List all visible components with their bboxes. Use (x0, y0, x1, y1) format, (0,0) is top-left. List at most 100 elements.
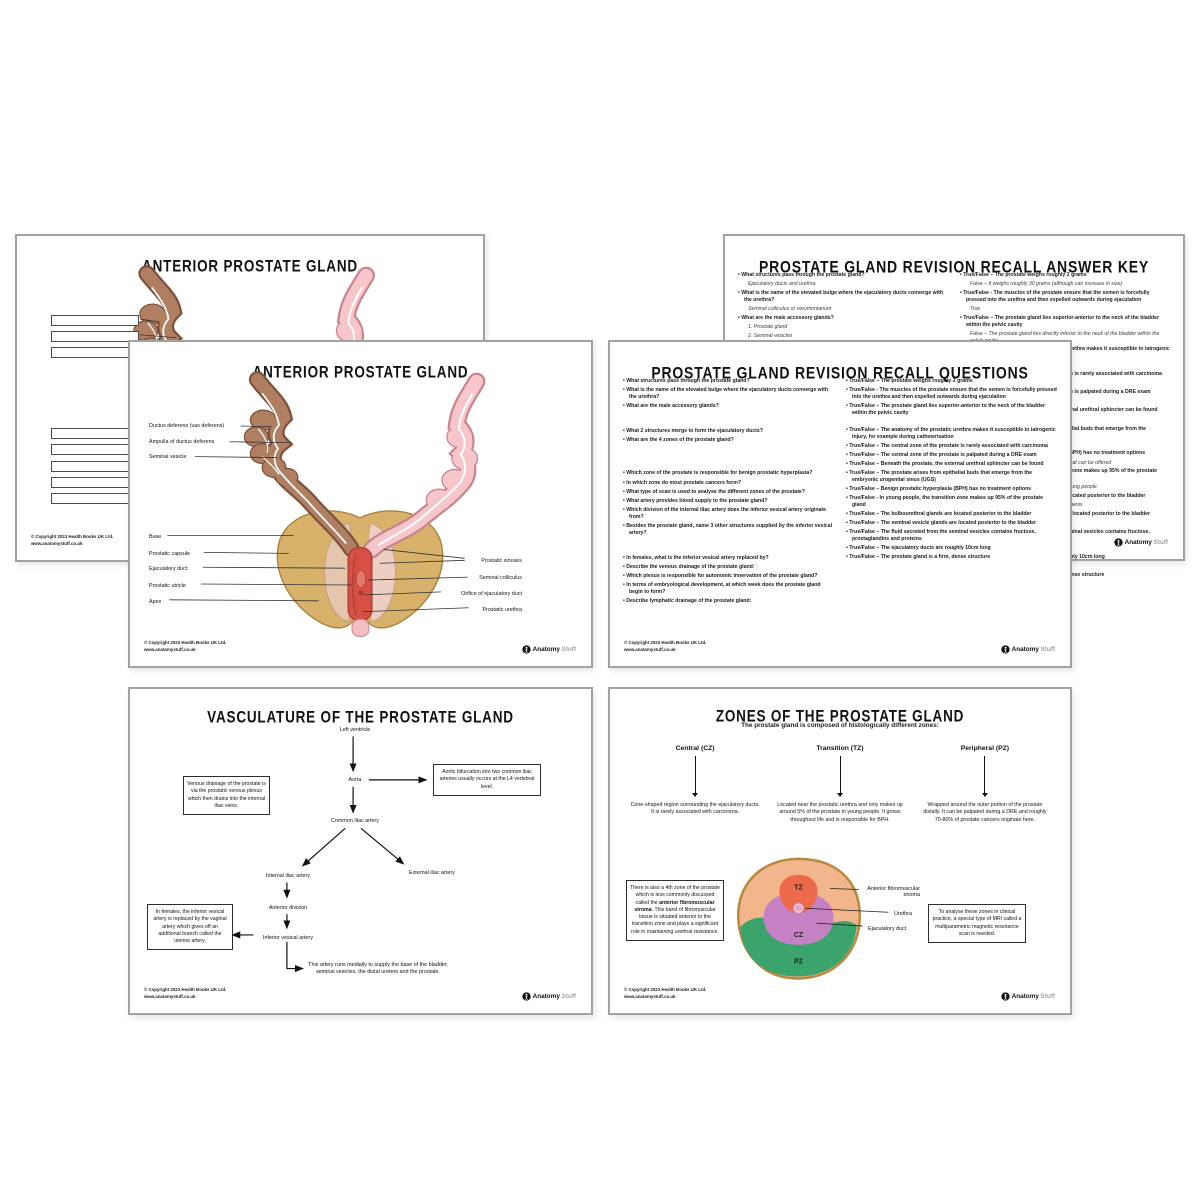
venous-drainage-note: Venous drainage of the prostate is via t… (183, 776, 270, 816)
blank-label-box (51, 347, 139, 358)
list-item: True/False – The ejaculatory ducts are r… (846, 545, 1057, 552)
page-zones: ZONES OF THE PROSTATE GLAND The prostate… (608, 687, 1072, 1015)
list-item: What structures pass through the prostat… (623, 378, 834, 385)
list-item: What are the male accessory glands? (623, 403, 834, 410)
diagram-label: Prostatic sinuses (481, 558, 522, 564)
flow-node-left-ventricle: Left ventricle (339, 727, 371, 733)
zones-columns: Central (CZ) Cone-shaped region surround… (630, 745, 1050, 824)
list-item: True/False – The fluid secreted from the… (846, 529, 1057, 543)
diagram-label: Ductus deferens (vas deferens) (149, 423, 225, 429)
list-item: 1. Prostate gland (748, 324, 788, 331)
page-title: ANTERIOR PROSTATE GLAND (142, 257, 358, 276)
copyright-note: © Copyright 2023 Health Books UK Ltd. ww… (144, 987, 227, 1000)
down-arrow-icon (836, 756, 843, 797)
list-item: Which zone of the prostate is responsibl… (623, 470, 834, 477)
list-item: Besides the prostate gland, name 3 other… (623, 523, 834, 537)
list-item (623, 539, 834, 547)
zone-label-cz: CZ (794, 932, 804, 939)
list-item: True (970, 305, 981, 312)
blank-label-box (51, 331, 139, 342)
zone-column: Central (CZ) Cone-shaped region surround… (630, 745, 760, 824)
list-item: 2. Seminal vesicles (748, 332, 793, 339)
list-item (623, 454, 834, 462)
blank-label-box (51, 477, 139, 488)
diagram-label: Base (149, 534, 162, 540)
list-item: What are the 4 zones of the prostate gla… (623, 437, 834, 444)
flowchart-arrows (231, 736, 428, 973)
anatomystuff-logo-icon (1001, 645, 1010, 654)
page-labeled-diagram: ANTERIOR PROSTATE GLAND Ductus deferens … (128, 340, 593, 668)
anatomystuff-logo-icon (1001, 992, 1010, 1001)
list-item: Which plexus is responsible for autonomi… (623, 573, 834, 580)
zone-description: Cone-shaped region surrounding the ejacu… (630, 802, 760, 816)
list-item: True/False – The prostate gland lies sup… (960, 315, 1170, 329)
aortic-bifurcation-note: Aortic bifurcation into two common iliac… (433, 764, 541, 796)
diagram-label: Prostatic utricle (149, 583, 186, 589)
anterior-prostate-diagram (17, 236, 483, 560)
list-item: True/False – The prostate weighs roughly… (846, 378, 1057, 385)
diagram-label: Ampulla of ductus deferens (149, 439, 215, 445)
list-item (623, 462, 834, 470)
zones-subtitle: The prostate gland is composed of histol… (741, 722, 939, 729)
copyright-note: © Copyright 2023 Health Books UK Ltd. ww… (624, 640, 707, 653)
anatomystuff-logo-icon (522, 645, 531, 654)
questions-right-column: True/False – The prostate weighs roughly… (846, 378, 1057, 607)
flow-node-internal-iliac: Internal iliac artery (265, 873, 311, 879)
copyright-note: © Copyright 2023 Health Books UK Ltd. ww… (31, 534, 114, 547)
list-item: In terms of embryological development, a… (623, 582, 834, 596)
list-item: True/False - The muscles of the prostate… (846, 387, 1057, 401)
supply-note: This artery runs medially to supply the … (308, 962, 448, 975)
diagram-label: Seminal colliculus (479, 575, 522, 581)
blank-label-box (51, 493, 139, 504)
prostate-zones-diagram: TZ CZ PZ (736, 857, 889, 980)
list-item: True/False – The prostate gland is a fir… (846, 554, 1057, 561)
down-arrow-icon (981, 756, 988, 797)
list-item: True/False – The anatomy of the prostati… (846, 427, 1057, 441)
page-title: ZONES OF THE PROSTATE GLAND (715, 707, 965, 726)
list-item (623, 412, 834, 420)
list-item: True/False – The prostate gland lies sup… (846, 403, 1057, 417)
list-item: True/False – The central zone of the pro… (846, 452, 1057, 459)
list-item: True/False – The central zone of the pro… (846, 443, 1057, 450)
page-title: VASCULATURE OF THE PROSTATE GLAND (207, 708, 514, 727)
diagram-label: Seminal vesicle (149, 454, 187, 460)
list-item: True/False - The muscles of the prostate… (960, 290, 1170, 304)
list-item: What is the name of the elevated bulge w… (623, 387, 834, 401)
questions-left-column: What structures pass through the prostat… (623, 378, 834, 607)
zone-description: Located near the prostatic urethra and o… (777, 802, 903, 823)
flow-node-aorta: Aorta (348, 777, 362, 783)
anterior-prostate-diagram (167, 342, 591, 666)
list-item: Describe the venous drainage of the pros… (623, 564, 834, 571)
list-item: What are the male accessory glands? (738, 315, 948, 322)
zone-name: Peripheral (PZ) (960, 745, 1010, 752)
list-item: False – It weighs roughly 30 grams (alth… (970, 281, 1123, 288)
zone-description: Wrapped around the outer portion of the … (923, 802, 1047, 823)
list-item: True/False – Benign prostatic hyperplasi… (846, 486, 1057, 493)
flow-node-common-iliac: Common iliac artery (331, 818, 379, 824)
annotation-ejaculatory-duct: Ejaculatory duct (868, 926, 907, 932)
annotation-stroma: Anterior fibromuscular stroma (867, 886, 920, 898)
page-vasculature: VASCULATURE OF THE PROSTATE GLAND Left v… (128, 687, 593, 1015)
list-item: True/False – The bulbourethral glands ar… (846, 511, 1057, 518)
zone-column: Peripheral (PZ) Wrapped around the outer… (920, 745, 1050, 824)
annotation-urethra: Urethra (894, 911, 912, 917)
list-item: What type of scan is used to analyse the… (623, 489, 834, 496)
flow-node-inferior-vesical: Inferior vesical artery (262, 935, 314, 941)
zone-name: Central (CZ) (675, 745, 715, 752)
blank-label-box (51, 444, 139, 455)
list-item: Ejaculatory ducts and urethra (748, 281, 816, 288)
list-item (623, 420, 834, 428)
list-item (846, 419, 1057, 427)
flow-node-anterior-division: Anterior division (268, 905, 308, 911)
list-item (623, 446, 834, 454)
list-item: What is the name of the elevated bulge w… (738, 290, 948, 304)
diagram-label: Prostatic urethra (482, 607, 522, 613)
page-recall-questions: PROSTATE GLAND REVISION RECALL QUESTIONS… (608, 340, 1072, 668)
zone-column: Transition (TZ) Located near the prostat… (775, 745, 905, 824)
blank-label-box (51, 428, 139, 439)
zone-label-tz: TZ (794, 885, 803, 892)
list-item: What structures pass through the prostat… (738, 272, 948, 279)
